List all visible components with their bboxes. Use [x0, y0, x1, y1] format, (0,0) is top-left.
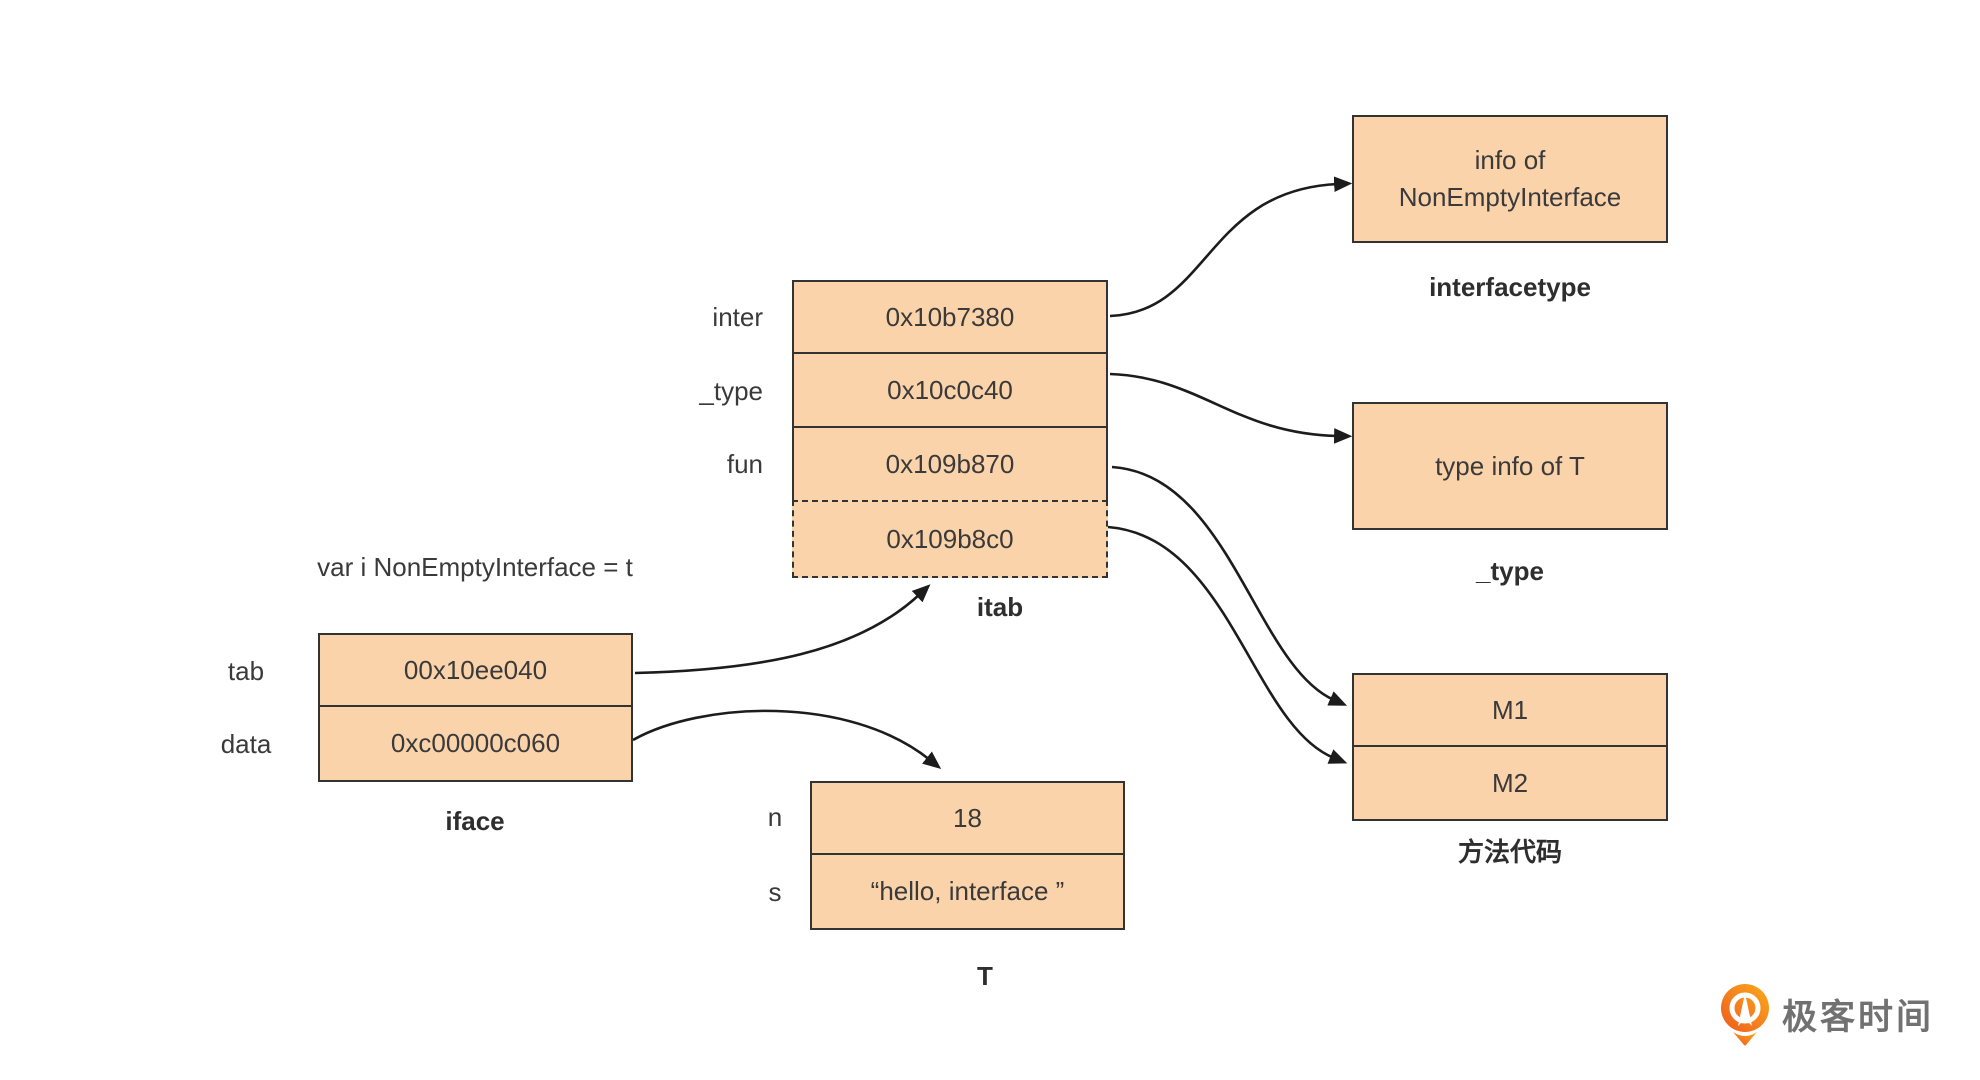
itab-value-inter: 0x10b7380: [885, 301, 1015, 332]
itab-caption: itab: [976, 592, 1024, 622]
itab-row-fun: 0x109b870: [792, 426, 1108, 500]
type-info-box: type info of T: [1352, 402, 1668, 530]
itab-row-type: 0x10c0c40: [792, 352, 1108, 428]
itab-field-label-inter: inter: [712, 302, 763, 332]
iface-row-tab: 00x10ee040: [318, 633, 633, 707]
interfacetype-caption: interfacetype: [1429, 272, 1591, 302]
interfacetype-box: info of NonEmptyInterface: [1352, 115, 1668, 243]
t-value-n: 18: [953, 802, 982, 833]
method-value-m2: M2: [1491, 767, 1529, 798]
itab-field-label-fun: fun: [726, 449, 763, 479]
method-value-m1: M1: [1491, 694, 1529, 725]
t-struct-caption: T: [977, 961, 993, 991]
arrow-fun2-to-m2: [1107, 525, 1348, 764]
iface-value-data: 0xc00000c060: [390, 728, 561, 758]
arrow-inter-to-interfacetype: [1109, 176, 1353, 318]
t-row-s: “hello, interface ”: [810, 853, 1125, 930]
methods-caption: 方法代码: [1457, 837, 1562, 867]
t-row-n: 18: [810, 781, 1125, 855]
geektime-logo: 极客时间: [1720, 983, 1934, 1046]
itab-value-fun-extra: 0x109b8c0: [886, 523, 1014, 554]
t-field-label-s: s: [768, 877, 782, 907]
iface-field-label-data: data: [220, 729, 272, 759]
t-struct-box: 18 “hello, interface ”: [810, 781, 1125, 930]
itab-value-type: 0x10c0c40: [887, 374, 1013, 405]
arrow-fun-to-m1: [1111, 465, 1348, 706]
itab-field-label-type: _type: [699, 376, 763, 406]
itab-value-fun: 0x109b870: [885, 448, 1015, 479]
itab-row-inter: 0x10b7380: [792, 280, 1108, 354]
variable-declaration-text: var i NonEmptyInterface = t: [317, 552, 633, 582]
geektime-pin-icon: [1721, 984, 1769, 1046]
geektime-logo-text: 极客时间: [1782, 998, 1935, 1038]
methods-box: M1 M2: [1352, 673, 1668, 821]
method-row-m2: M2: [1352, 745, 1668, 821]
iface-caption: iface: [445, 806, 505, 836]
type-info-text: type info of T: [1435, 450, 1585, 481]
t-field-label-n: n: [767, 802, 783, 832]
iface-field-label-tab: tab: [227, 656, 265, 686]
arrow-type-to-typeinfo: [1109, 372, 1353, 444]
iface-box: 00x10ee040 0xc00000c060: [318, 633, 633, 782]
t-value-s: “hello, interface ”: [870, 876, 1065, 906]
iface-value-tab: 00x10ee040: [403, 654, 548, 685]
arrow-data-to-t: [632, 709, 942, 769]
interfacetype-text-line2: NonEmptyInterface: [1398, 182, 1622, 212]
method-row-m1: M1: [1352, 673, 1668, 747]
arrow-tab-to-itab: [634, 584, 931, 675]
itab-box: 0x10b7380 0x10c0c40 0x109b870 0x109b8c0: [792, 280, 1108, 578]
type-info-caption: _type: [1476, 556, 1544, 586]
itab-row-fun-extra: 0x109b8c0: [792, 500, 1108, 578]
interfacetype-text-line1: info of: [1474, 145, 1546, 175]
iface-row-data: 0xc00000c060: [318, 705, 633, 782]
